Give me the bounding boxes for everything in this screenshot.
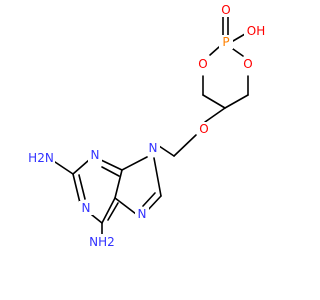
atom-o-ring2: O [243,57,252,71]
atom-layer: O P OH O O O N N N N H2N NH2 [27,3,268,250]
mask-n1 [79,201,93,215]
atom-o-double: O [221,3,230,17]
mask-nh2-top [27,150,55,166]
mask-p [219,35,233,49]
bond-c8-n7-double [142,192,156,207]
mask-o-ether [197,122,211,136]
bond-n3-c2 [72,159,90,175]
bond-c6-c5p [101,197,116,224]
mask-n9 [146,141,160,155]
bond-c5p-c4 [114,169,123,199]
atom-n3: N [91,148,100,162]
bond-c5-o-ether [204,107,226,123]
atom-o-ring1: O [198,57,207,71]
bond-p-oh [232,33,246,42]
bond-c4-n3-double [101,166,120,177]
molecule-structure: O P OH O O O N N N N H2N NH2 [27,3,268,250]
bond-n7-c5p [114,197,137,215]
bond-o-ether-ch2 [173,134,197,157]
bond-c4-n9 [121,156,148,171]
bond-p-o-ring1 [209,46,220,56]
mask-n7 [135,207,149,221]
mask-o-ring1 [196,57,210,71]
bond-n1-c6 [91,214,103,224]
atom-p: P [222,35,229,49]
bond-n9-c8 [153,157,162,197]
atom-n9: N [149,141,158,155]
bond-ch2-n9 [158,145,175,157]
bond-p-o-ring2 [232,48,244,57]
bond-c2-nh2 [51,159,74,175]
atom-nh2-top: H2N [28,151,54,165]
bond-c4-n3 [100,159,123,171]
bond-c-c5-left [202,94,226,109]
atom-n7: N [138,207,147,221]
mask-o-ring2 [241,57,255,71]
mask-o-double [219,3,233,17]
atom-o-ether: O [199,122,208,136]
bond-c2-n1 [72,173,81,204]
atom-oh: OH [247,24,265,38]
bond-c2-n1-double [78,174,86,200]
bond-c6-c5p-double [107,202,119,221]
bond-c-c5-right [224,94,249,109]
atom-nh2-bottom: NH2 [89,235,115,249]
mask-n3 [88,148,102,162]
mask-oh [244,24,268,38]
atom-n1: N [82,201,91,215]
mask-nh2-bottom [88,234,116,250]
